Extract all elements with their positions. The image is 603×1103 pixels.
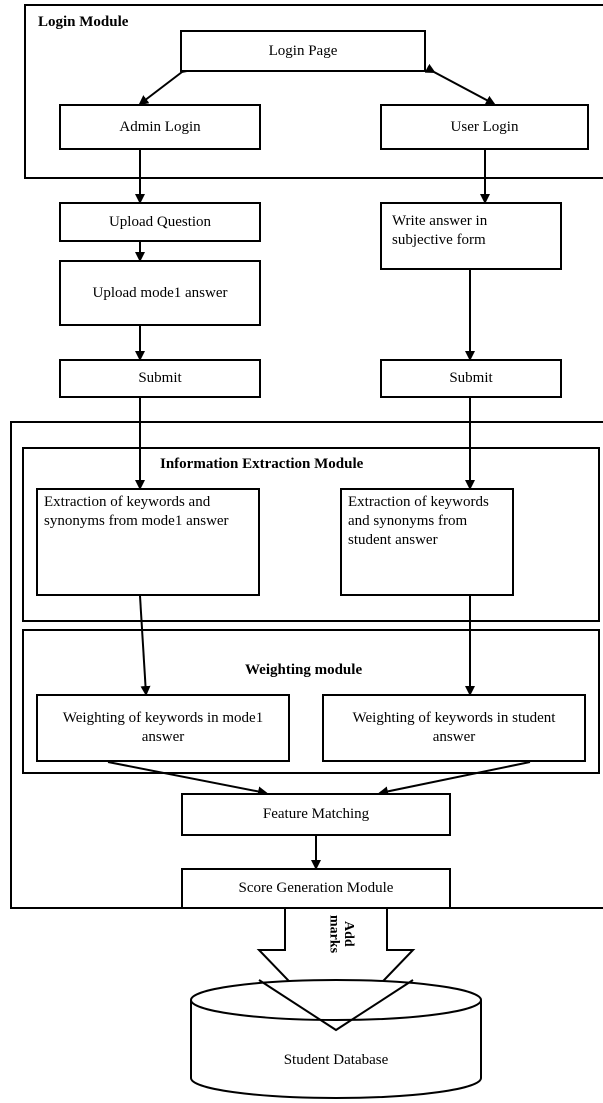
- student-database-label: Student Database: [283, 1052, 389, 1068]
- information-extraction-title: Information Extraction Module: [160, 456, 364, 472]
- login-module-title: Login Module: [38, 14, 129, 30]
- model-answer-extraction-box: Extraction of keywords and synonyms from…: [36, 488, 260, 596]
- student-database-cylinder: [190, 979, 482, 1099]
- upload-question-box: Upload Question: [59, 202, 261, 242]
- information-extraction-frame: [22, 447, 600, 622]
- feature-matching-box: Feature Matching: [181, 793, 451, 836]
- upload-model-answer-box: Upload mode1 answer: [59, 260, 261, 326]
- add-marks-label: Add marks: [326, 914, 356, 954]
- model-answer-weighting-box: Weighting of keywords in mode1 answer: [36, 694, 290, 762]
- score-generation-box: Score Generation Module: [181, 868, 451, 909]
- user-submit-box: Submit: [380, 359, 562, 398]
- user-login-box: User Login: [380, 104, 589, 150]
- weighting-module-title: Weighting module: [245, 662, 363, 678]
- student-answer-weighting-box: Weighting of keywords in student answer: [322, 694, 586, 762]
- admin-login-box: Admin Login: [59, 104, 261, 150]
- student-answer-extraction-box: Extraction of keywords and synonyms from…: [340, 488, 514, 596]
- weighting-module-frame: [22, 629, 600, 774]
- login-page-box: Login Page: [180, 30, 426, 72]
- write-answer-box: Write answer in subjective form: [380, 202, 562, 270]
- login-module-frame: [24, 4, 603, 179]
- admin-submit-box: Submit: [59, 359, 261, 398]
